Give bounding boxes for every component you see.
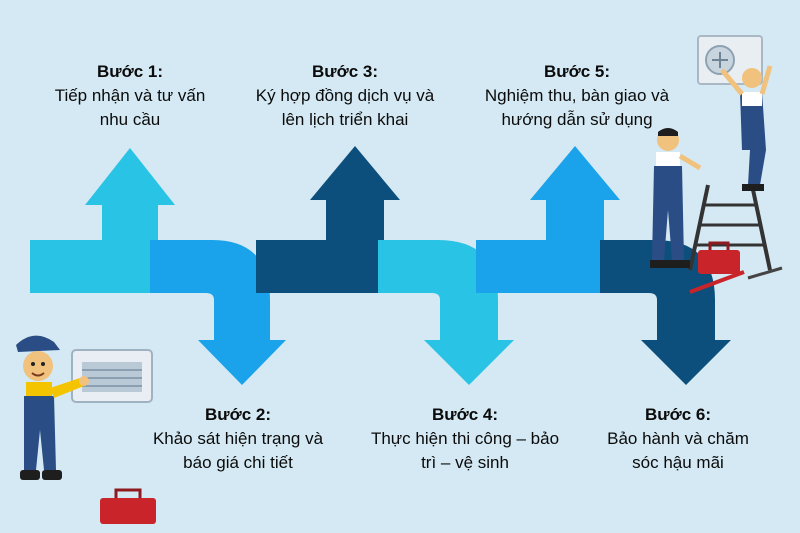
step-5-label: Bước 5: Nghiệm thu, bàn giao và hướng dẫ…: [457, 60, 697, 132]
step-1-label: Bước 1: Tiếp nhận và tư vấn nhu cầu: [10, 60, 250, 132]
step-2-line-2: báo giá chi tiết: [183, 453, 293, 472]
step-5-title: Bước 5:: [544, 62, 610, 81]
arrow-step-1: [30, 148, 175, 293]
step-4-title: Bước 4:: [432, 405, 498, 424]
step-4-label: Bước 4: Thực hiện thi công – bảo trì – v…: [345, 403, 585, 475]
step-4-line-2: trì – vệ sinh: [421, 453, 509, 472]
step-6-title: Bước 6:: [645, 405, 711, 424]
step-6-line-2: sóc hậu mãi: [632, 453, 724, 472]
arrow-step-2: [150, 240, 286, 385]
step-3-line-1: Ký hợp đồng dịch vụ và: [255, 86, 435, 105]
step-3-label: Bước 3: Ký hợp đồng dịch vụ và lên lịch …: [225, 60, 465, 132]
step-1-line-2: nhu cầu: [99, 110, 161, 129]
step-2-label: Bước 2: Khảo sát hiện trạng và báo giá c…: [118, 403, 358, 475]
step-3-title: Bước 3:: [312, 62, 378, 81]
step-1-title: Bước 1:: [97, 62, 163, 81]
technicians-right-illustration: [650, 35, 783, 294]
step-4-line-1: Thực hiện thi công – bảo: [370, 429, 560, 448]
arrow-step-3: [256, 146, 400, 293]
arrow-step-6: [600, 240, 731, 385]
step-5-line-2: hướng dẫn sử dụng: [501, 110, 653, 129]
step-1-line-1: Tiếp nhận và tư vấn: [54, 86, 206, 105]
step-6-line-1: Bảo hành và chăm: [607, 429, 749, 448]
arrow-step-5: [476, 146, 620, 293]
step-5-line-1: Nghiệm thu, bàn giao và: [484, 86, 670, 105]
technician-left-illustration: [16, 335, 156, 524]
step-3-line-2: lên lịch triển khai: [281, 110, 409, 129]
step-2-line-1: Khảo sát hiện trạng và: [152, 429, 324, 448]
step-2-title: Bước 2:: [205, 405, 271, 424]
step-6-label: Bước 6: Bảo hành và chăm sóc hậu mãi: [558, 403, 798, 475]
